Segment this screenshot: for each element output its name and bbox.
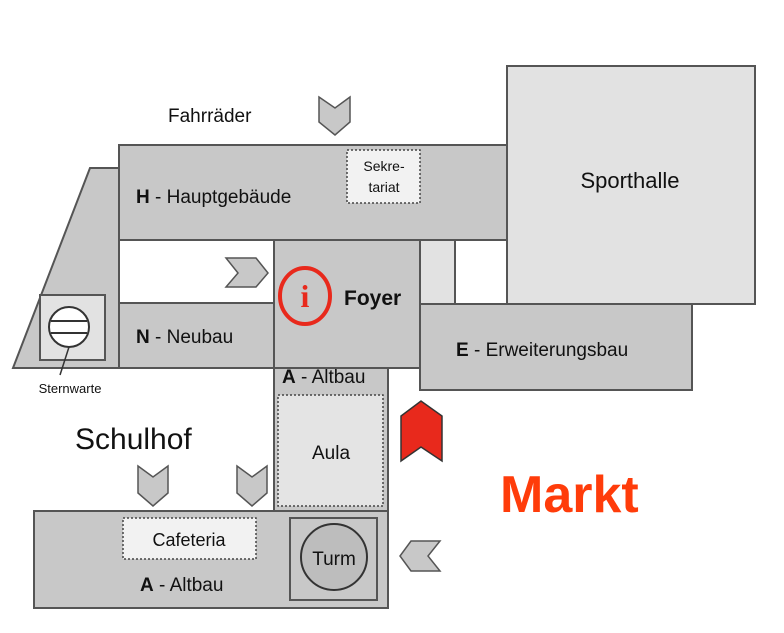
label-cafeteria: Cafeteria (152, 530, 226, 550)
room-sekretariat[interactable] (346, 149, 421, 204)
hauptgebaeude-letter: H (136, 187, 150, 208)
red-chevron-arrow-icon[interactable] (400, 400, 443, 463)
telescope-dome-icon (48, 306, 90, 376)
entrance-turm-chevron-icon[interactable] (399, 540, 442, 572)
entrance-foyer-chevron-icon[interactable] (224, 257, 269, 288)
hauptgebaeude-name: - Hauptgebäude (150, 187, 292, 208)
label-altbau-upper: A - Altbau (282, 367, 365, 388)
label-turm: Turm (312, 549, 356, 570)
building-erweiterungsbau[interactable] (419, 303, 693, 391)
label-sternwarte: Sternwarte (39, 381, 102, 396)
label-erweiterungsbau: E - Erweiterungsbau (456, 340, 628, 361)
label-altbau-lower: A - Altbau (140, 575, 223, 596)
neubau-letter: N (136, 327, 150, 348)
altbau-lower-letter: A (140, 575, 154, 596)
label-fahrraeder: Fahrräder (168, 106, 252, 127)
building-neubau[interactable] (118, 302, 275, 369)
label-sekretariat-line2: tariat (368, 179, 399, 195)
entrance-schulhof-left-chevron-icon[interactable] (137, 464, 169, 507)
altbau-upper-letter: A (282, 367, 296, 388)
connector-passage (419, 239, 456, 305)
label-sporthalle: Sporthalle (580, 168, 679, 193)
altbau-lower-name: - Altbau (154, 575, 224, 596)
entrance-schulhof-right-chevron-icon[interactable] (236, 464, 268, 507)
erweiterungsbau-name: - Erweiterungsbau (469, 340, 628, 361)
building-sporthalle[interactable] (506, 65, 756, 305)
entrance-fahrraeder-chevron-icon[interactable] (318, 95, 351, 136)
building-foyer[interactable] (273, 239, 421, 369)
room-aula[interactable] (277, 394, 384, 507)
turm-circle (300, 523, 368, 591)
info-circle-icon[interactable]: i (278, 266, 332, 326)
building-hauptgebaeude[interactable] (118, 144, 508, 241)
label-schulhof: Schulhof (75, 423, 192, 456)
label-foyer: Foyer (344, 287, 401, 310)
room-cafeteria[interactable] (122, 517, 257, 560)
altbau-upper-name: - Altbau (296, 367, 366, 388)
label-sekretariat-line1: Sekre- (363, 158, 405, 174)
erweiterungsbau-letter: E (456, 340, 469, 361)
label-aula: Aula (312, 443, 350, 464)
label-hauptgebaeude: H - Hauptgebäude (136, 187, 291, 208)
label-neubau: N - Neubau (136, 327, 233, 348)
info-symbol: i (301, 278, 310, 314)
label-markt: Markt (500, 466, 639, 524)
neubau-name: - Neubau (150, 327, 233, 348)
